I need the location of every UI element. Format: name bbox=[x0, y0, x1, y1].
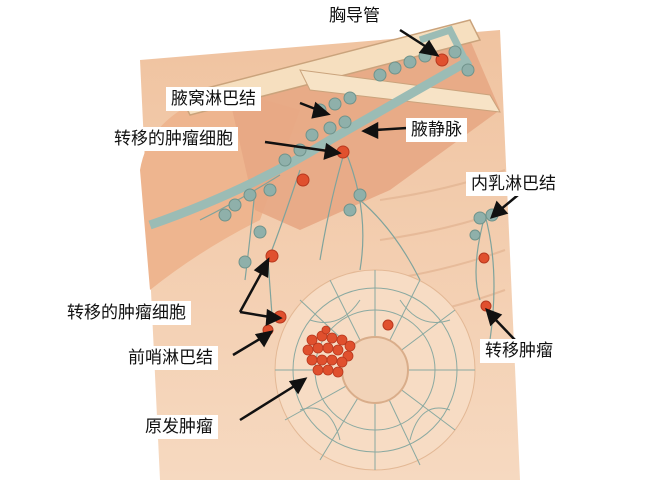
primary-tumor-cluster bbox=[302, 325, 356, 378]
label-axillary-nodes: 腋窝淋巴结 bbox=[166, 87, 261, 111]
label-axillary-vein: 腋静脉 bbox=[406, 118, 467, 142]
axillary-vein bbox=[148, 56, 473, 230]
label-metastatic-cells-upper: 转移的肿瘤细胞 bbox=[109, 127, 238, 151]
label-primary-tumor: 原发肿瘤 bbox=[140, 415, 218, 439]
vein-branch bbox=[418, 25, 474, 72]
label-thoracic-duct: 胸导管 bbox=[329, 6, 380, 26]
label-metastatic-tumor: 转移肿瘤 bbox=[480, 339, 558, 363]
label-internal-mammary-nodes: 内乳淋巴结 bbox=[466, 172, 561, 196]
label-metastatic-cells-lower: 转移的肿瘤细胞 bbox=[62, 301, 191, 325]
pointer-arrows bbox=[232, 28, 519, 422]
label-sentinel-node: 前哨淋巴结 bbox=[123, 346, 218, 370]
